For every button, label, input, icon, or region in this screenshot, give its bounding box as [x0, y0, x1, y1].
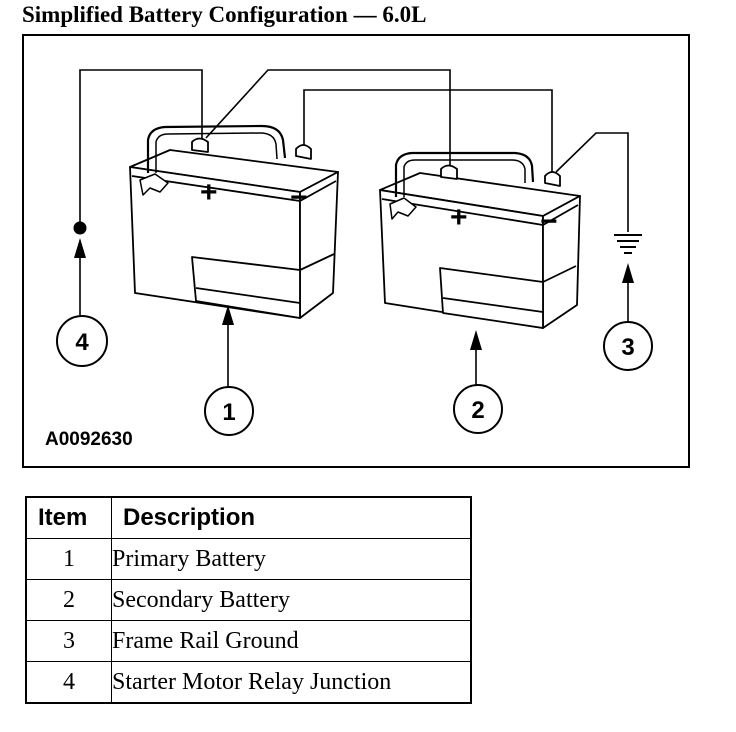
row-description: Primary Battery	[111, 538, 472, 580]
callout-1-label: 1	[222, 399, 235, 426]
secondary-negative-symbol: −	[540, 205, 558, 238]
table-row: 2 Secondary Battery	[25, 579, 472, 621]
header-description: Description	[111, 496, 472, 539]
wire-primary-positive-to-secondary-positive	[205, 69, 451, 168]
primary-battery	[129, 124, 339, 319]
callout-4-circle	[56, 315, 108, 367]
callout-3-label: 3	[621, 334, 634, 361]
junction-dot	[73, 221, 87, 235]
callout-1-circle	[204, 386, 254, 436]
callout-4-label: 4	[75, 329, 89, 356]
primary-positive-symbol: +	[200, 176, 218, 209]
wiring	[79, 69, 629, 232]
table-row: 4 Starter Motor Relay Junction	[25, 661, 472, 704]
arrowheads	[74, 238, 634, 350]
battery-diagram: + − + − 4 1 2	[22, 34, 690, 468]
row-item: 3	[25, 620, 112, 662]
page-title: Simplified Battery Configuration — 6.0L	[22, 2, 427, 27]
wire-primary-negative-to-secondary-negative	[303, 89, 553, 174]
row-item: 1	[25, 538, 112, 580]
callout-2-circle	[453, 384, 503, 434]
diagram-frame	[22, 34, 690, 468]
row-description: Frame Rail Ground	[111, 620, 472, 662]
secondary-positive-symbol: +	[450, 201, 468, 234]
secondary-battery	[379, 151, 581, 329]
header-item: Item	[25, 496, 112, 539]
callout-3-circle	[603, 321, 653, 371]
callout-circles	[56, 315, 653, 436]
table-row: 3 Frame Rail Ground	[25, 620, 472, 662]
row-description: Secondary Battery	[111, 579, 472, 621]
wire-secondary-negative-to-ground	[555, 132, 629, 232]
table-header-row: Item Description	[25, 496, 472, 539]
figure-id: A0092630	[45, 429, 133, 450]
table-row: 1 Primary Battery	[25, 538, 472, 580]
wire-junction-to-primary-positive	[79, 69, 203, 228]
ground-symbol	[614, 234, 642, 254]
legend-table: Item Description 1 Primary Battery 2 Sec…	[25, 496, 472, 704]
row-item: 4	[25, 661, 112, 704]
callout-2-label: 2	[471, 397, 484, 424]
primary-negative-symbol: −	[290, 181, 308, 214]
row-item: 2	[25, 579, 112, 621]
row-description: Starter Motor Relay Junction	[111, 661, 472, 704]
